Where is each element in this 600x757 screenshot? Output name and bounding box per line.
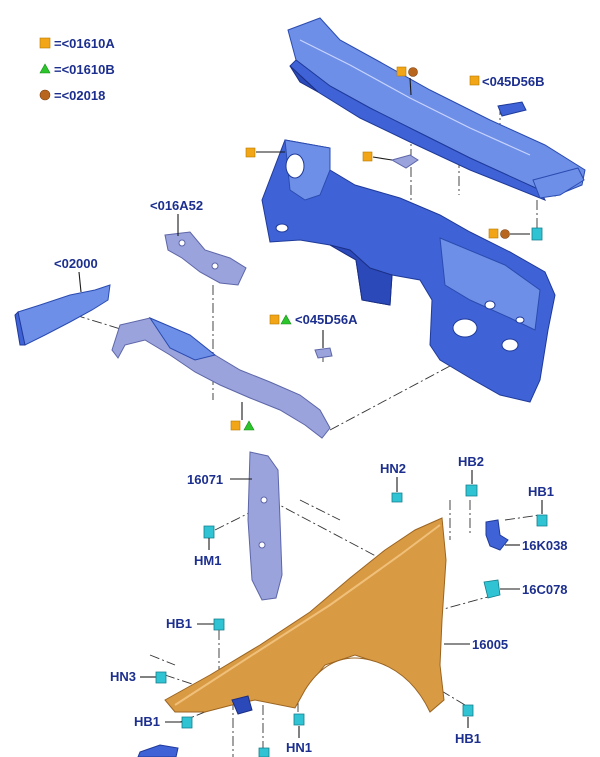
fastener-hm1: HM1 [194,525,221,568]
cowl-right-fastener [488,227,543,241]
label-hn1: HN1 [286,740,312,755]
cowl-top-panel [287,17,586,201]
fastener-hb1-left-top: HB1 [166,616,225,631]
label-hb1-left-bottom: HB1 [134,714,160,729]
fastener-hn1: HN1 [286,713,312,755]
fastener-hb2: HB2 [458,454,484,497]
legend: =<01610A =<01610B =<02018 [39,36,115,103]
cross-member [111,316,331,439]
label-16k038: 16K038 [522,538,568,553]
marker-square [469,75,480,86]
label-hb2: HB2 [458,454,484,469]
legend-square-marker [39,37,51,49]
label-hb1-bottom-right: HB1 [455,731,481,746]
legend-item-01610b: =<01610B [54,62,115,77]
legend-item-02018: =<02018 [54,88,105,103]
label-16c078: 16C078 [522,582,568,597]
dash-small-bracket [362,151,419,169]
label-hn3: HN3 [110,669,136,684]
label-hn2: HN2 [380,461,406,476]
cowl-markers [396,66,418,96]
label-02000: <02000 [54,256,98,271]
fastener-hb1-left-bottom: HB1 [134,714,193,757]
fender-16005: 16005 [164,517,508,713]
label-hb1-left-top: HB1 [166,616,192,631]
bracket-02000: <02000 [14,256,111,346]
bracket-16071: 16071 [187,451,283,601]
bracket-016a52: <016A52 [150,198,247,286]
legend-circle-marker [39,89,51,101]
bracket-045d56b: <045D56B [469,74,545,117]
bracket-045d56a: <045D56A [269,312,358,359]
label-hm1: HM1 [194,553,221,568]
label-16005: 16005 [472,637,508,652]
cross-member-markers [230,402,255,431]
legend-triangle-marker [39,63,51,74]
bracket-16k038: 16K038 [485,519,568,553]
fastener-hb1-right: HB1 [528,484,554,527]
fastener-hn2: HN2 [380,461,406,503]
label-hb1-right: HB1 [528,484,554,499]
label-16071: 16071 [187,472,223,487]
fender-lower-clips [231,695,270,757]
legend-item-01610a: =<01610A [54,36,115,51]
label-016a52: <016A52 [150,198,203,213]
label-045d56a: <045D56A [295,312,358,327]
label-045d56b: <045D56B [482,74,545,89]
bracket-16c078: 16C078 [483,579,568,599]
fastener-hn3: HN3 [110,669,167,684]
fastener-hb1-bottom-right: HB1 [455,704,481,746]
dash-panel [245,139,556,403]
